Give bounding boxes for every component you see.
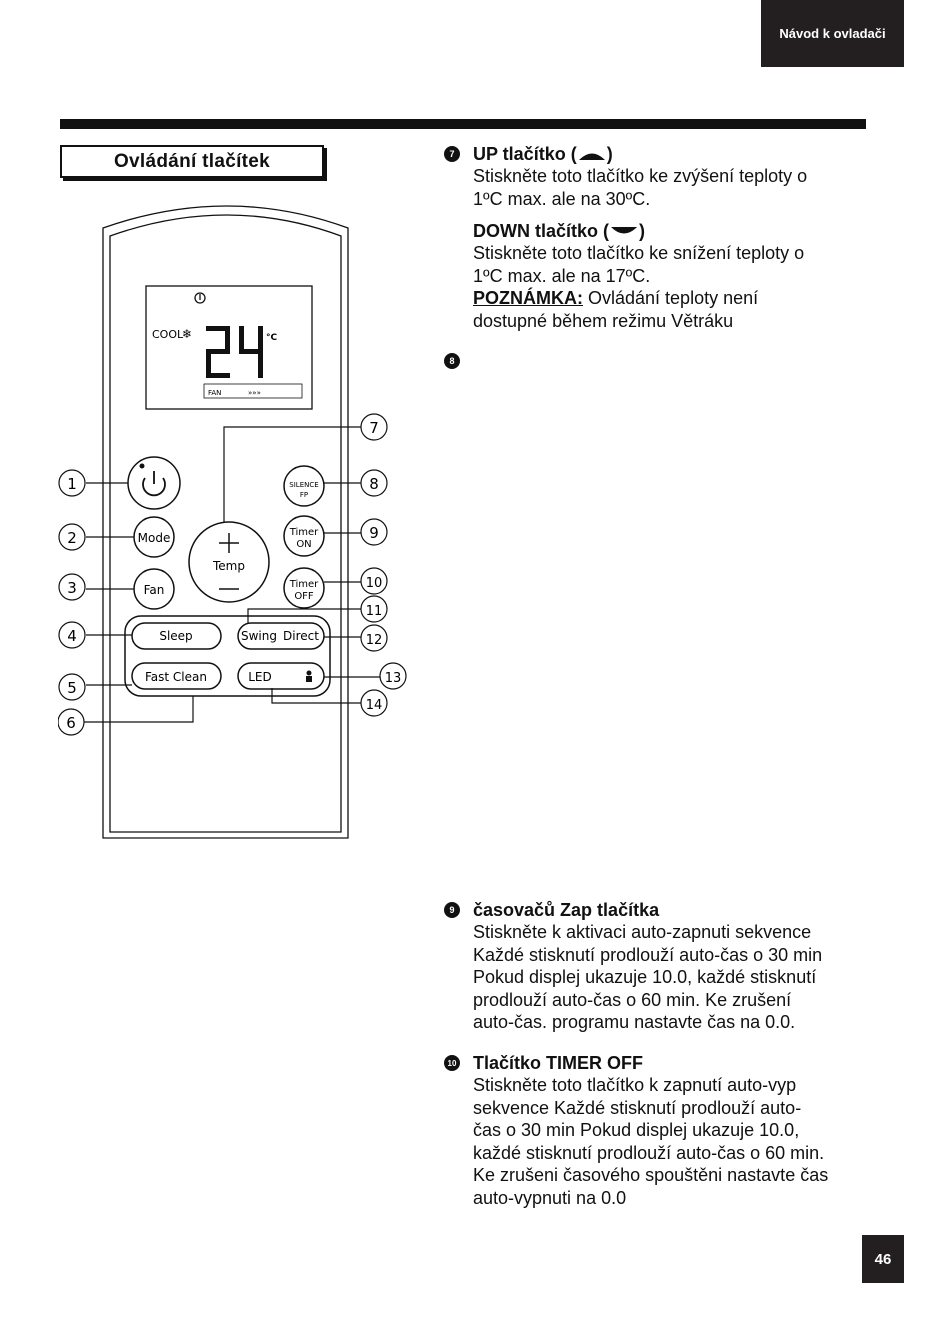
snowflake-icon: ❄: [182, 327, 192, 341]
display-temperature: [206, 326, 263, 378]
up-title: UP tlačítko (): [473, 143, 884, 165]
display-panel: COOL ❄ °C FAN »»»: [152, 292, 303, 399]
callout-8: 8: [369, 475, 379, 493]
item-timer-on: 9 časovačů Zap tlačítka Stiskněte k akti…: [444, 899, 884, 1034]
callout-4: 4: [67, 627, 77, 645]
timer-on-line: Stiskněte k aktivaci auto-zapnuti sekven…: [473, 922, 812, 942]
arrow-down-icon: [611, 227, 638, 234]
timer-on-line: prodlouží auto-čas o 60 min. Ke zrušení: [473, 989, 792, 1010]
item-number-10: 10: [444, 1055, 460, 1071]
swing-button-label: Swing: [241, 629, 277, 643]
item-number-7: 7: [444, 146, 460, 162]
display-mode: COOL: [152, 328, 184, 341]
section-title: Ovládání tlačítek: [113, 150, 271, 172]
timer-on-line: auto-čas. programu nastavte čas na 0.0.: [473, 1012, 796, 1032]
timer-off-line: auto-vypnuti na 0.0: [473, 1187, 627, 1208]
power-icon: [142, 471, 166, 497]
timer-on-title: časovačů Zap tlačítka: [473, 900, 660, 920]
down-title-suffix: ): [639, 221, 646, 241]
up-line-1: Stiskněte toto tlačítko ke zvýšení teplo…: [473, 166, 808, 186]
note-label: POZNÁMKA:: [473, 288, 583, 308]
timer-off-line: Ke zrušeni časového spouštěni nastavte č…: [473, 1165, 829, 1185]
note-text: Ovládání teploty není: [583, 288, 759, 308]
timer-on-line: Pokud displej ukazuje 10.0, každé stiskn…: [473, 967, 817, 987]
timer-on-label-1: Timer: [289, 527, 319, 538]
fan-button-label: Fan: [144, 583, 165, 597]
callout-10: 10: [366, 576, 383, 591]
page-number-label: 46: [874, 1250, 892, 1268]
person-icon: [306, 670, 312, 682]
callout-1: 1: [67, 475, 77, 493]
callout-2: 2: [67, 529, 77, 547]
remote-illustration: COOL ❄ °C FAN »»»: [58, 205, 407, 839]
timer-on-line: Každé stisknutí prodlouží auto-čas o 30 …: [473, 944, 823, 965]
timer-off-label-1: Timer: [289, 579, 319, 590]
header-tab: Návod k ovladači: [761, 0, 904, 67]
header-tab-label: Návod k ovladači: [779, 26, 886, 41]
callout-3: 3: [67, 579, 77, 597]
item-timer-off: 10 Tlačítko TIMER OFF Stiskněte toto tla…: [444, 1052, 884, 1209]
down-line-1: Stiskněte toto tlačítko ke snížení teplo…: [473, 243, 805, 263]
timer-off-label-2: OFF: [294, 591, 314, 602]
fp-button-label: FP: [300, 491, 308, 499]
display-unit: °C: [266, 333, 278, 343]
section-title-box: Ovládání tlačítek: [60, 145, 324, 178]
down-title: DOWN tlačítko (): [473, 220, 884, 242]
fast-clean-button-label: Fast Clean: [145, 670, 207, 684]
mode-button-label: Mode: [138, 531, 171, 545]
callout-13: 13: [385, 671, 402, 686]
down-line-2: 1ºC max. ale na 17ºC.: [473, 265, 651, 286]
fan-speed-icon: »»»: [248, 389, 261, 397]
callout-9: 9: [369, 524, 379, 542]
item-down-button: DOWN tlačítko () Stiskněte toto tlačítko…: [444, 220, 884, 332]
down-note: POZNÁMKA: Ovládání teploty není: [473, 287, 884, 310]
timer-off-line: Stiskněte toto tlačítko k zapnutí auto-v…: [473, 1075, 797, 1095]
up-title-prefix: UP tlačítko (: [473, 144, 577, 164]
timer-off-line: sekvence Každé stisknutí prodlouží auto-: [473, 1097, 802, 1118]
direct-button-label: Direct: [283, 629, 319, 643]
item-up-button: 7 UP tlačítko () Stiskněte toto tlačítko…: [444, 143, 884, 210]
display-fan-label: FAN: [208, 389, 221, 397]
timer-off-line: každé stisknutí prodlouží auto-čas o 60 …: [473, 1142, 825, 1163]
up-line-2: 1ºC max. ale na 30ºC.: [473, 188, 651, 209]
timer-off-title: Tlačítko TIMER OFF: [473, 1053, 644, 1073]
temp-button-label: Temp: [212, 559, 245, 573]
power-indicator-icon: [194, 292, 206, 304]
silence-button-label: SILENCE: [289, 481, 318, 489]
callout-6: 6: [66, 714, 76, 732]
down-line-4: dostupné během režimu Větráku: [473, 310, 734, 331]
up-title-suffix: ): [606, 144, 613, 164]
item-number-9: 9: [444, 902, 460, 918]
arrow-up-icon: [578, 153, 605, 161]
top-rule: [60, 119, 866, 129]
down-title-prefix: DOWN tlačítko (: [473, 221, 610, 241]
callout-12: 12: [366, 633, 383, 648]
item-number-8: 8: [444, 353, 460, 369]
callout-7: 7: [369, 419, 379, 437]
page-number: 46: [862, 1235, 904, 1283]
callout-11: 11: [366, 604, 383, 619]
timer-on-label-2: ON: [296, 539, 311, 550]
callout-5: 5: [67, 679, 77, 697]
timer-off-line: čas o 30 min Pokud displej ukazuje 10.0,: [473, 1120, 800, 1140]
sleep-button-label: Sleep: [159, 629, 192, 643]
callout-14: 14: [366, 698, 383, 713]
plus-icon: [219, 533, 239, 553]
led-button-label: LED: [248, 670, 272, 684]
